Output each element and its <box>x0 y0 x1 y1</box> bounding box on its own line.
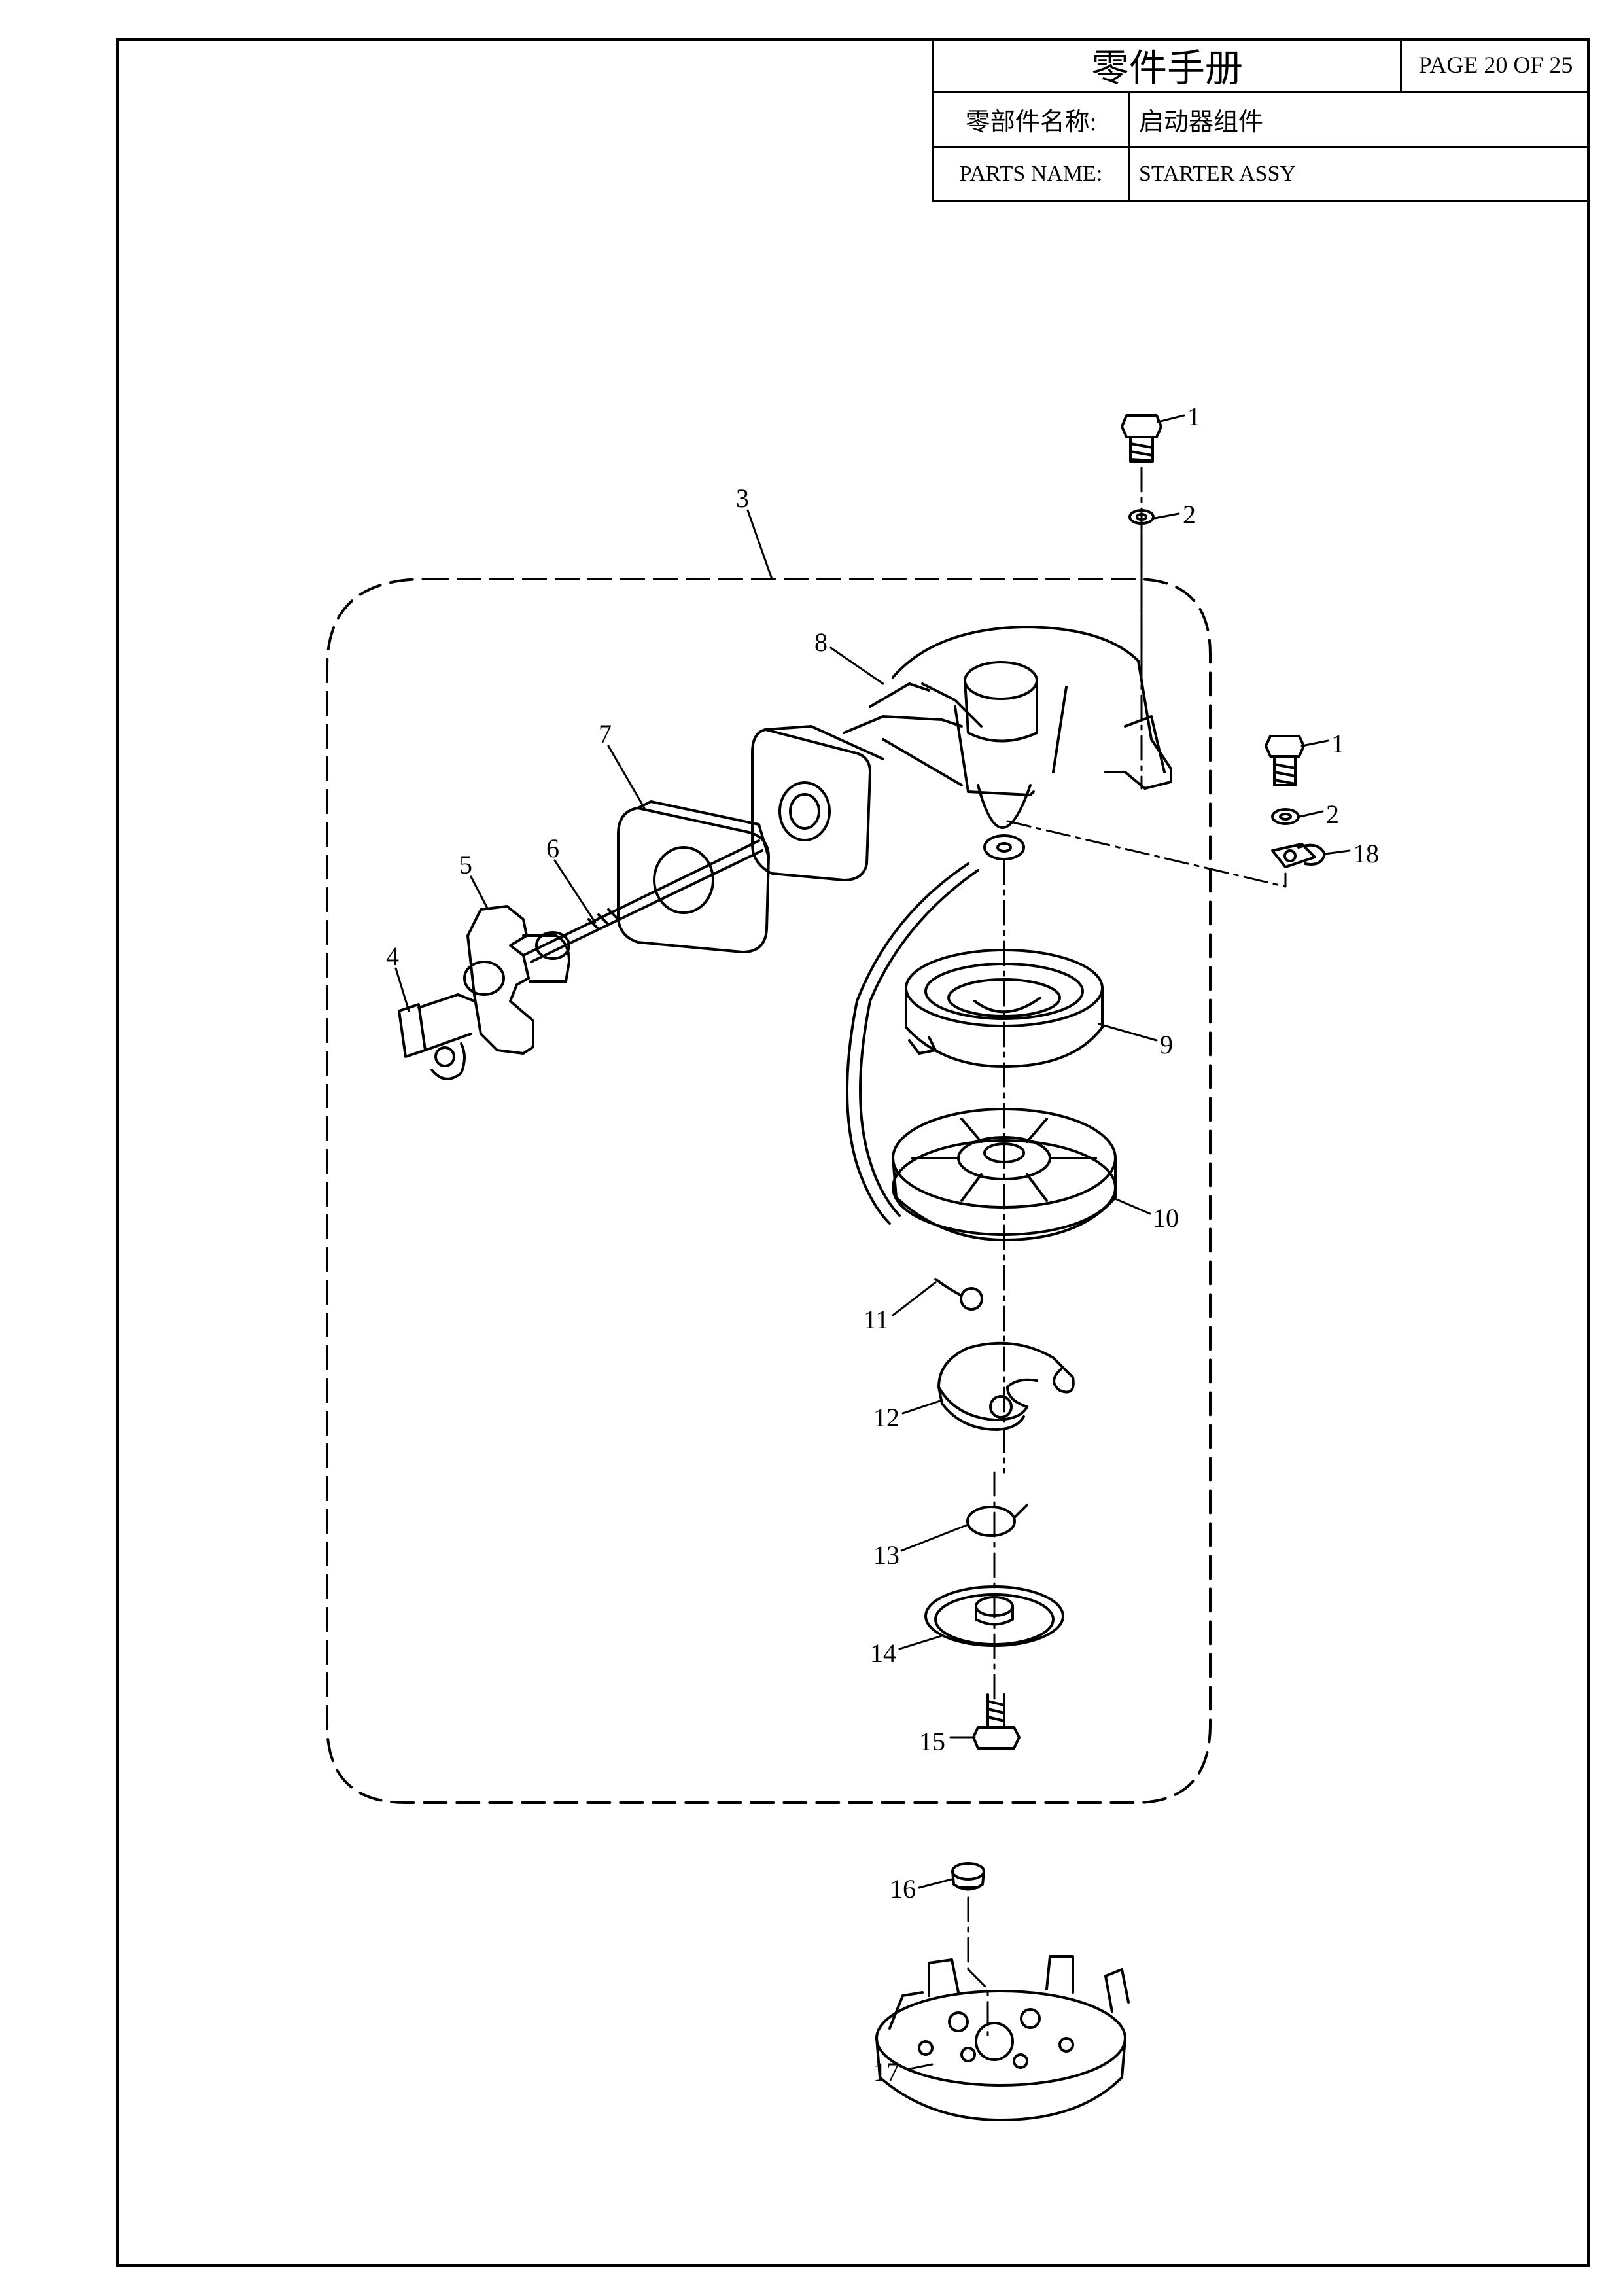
handle-bracket <box>751 725 884 881</box>
part-name-en-value: STARTER ASSY <box>1128 148 1590 200</box>
manual-title: 零件手册 <box>1091 46 1243 90</box>
recoil-spring-part-9 <box>905 949 1104 1068</box>
callout-17: 17 <box>873 2057 899 2087</box>
callout-2-right: 2 <box>1326 800 1339 829</box>
part-name-cn-row: 零部件名称: 启动器组件 <box>934 93 1590 148</box>
callout-16: 16 <box>890 1874 916 1903</box>
part-name-cn-value: 启动器组件 <box>1128 93 1590 146</box>
washer-part-2-top <box>1128 509 1155 525</box>
bolt-part-16 <box>951 1862 985 1891</box>
callout-12: 12 <box>873 1403 899 1432</box>
bolt-part-1-right <box>1265 735 1305 786</box>
callout-labels: 1 2 3 4 5 6 7 8 9 10 11 12 13 14 15 16 1… <box>386 402 1379 2087</box>
friction-spring-part-13 <box>966 1504 1028 1537</box>
starter-housing-part-8 <box>843 626 1172 860</box>
center-lines <box>967 467 1287 2036</box>
bolt-part-1-top <box>1121 414 1162 463</box>
callout-4: 4 <box>386 942 399 971</box>
part-name-en-label: PARTS NAME: <box>959 161 1103 186</box>
starter-cup-part-17 <box>875 1955 1130 2121</box>
title-block: 零件手册 PAGE 20 OF 25 零部件名称: 启动器组件 PARTS NA… <box>932 38 1590 202</box>
part-name-cn-label: 零部件名称: <box>965 109 1097 136</box>
callout-15: 15 <box>919 1727 945 1756</box>
part-name-en-row: PARTS NAME: STARTER ASSY <box>934 148 1590 202</box>
spring-part-11 <box>934 1278 983 1311</box>
drawing-frame <box>116 38 1590 2267</box>
callout-11: 11 <box>864 1305 889 1334</box>
callout-3: 3 <box>736 484 749 513</box>
ratchet-plate-part-12 <box>937 1341 1075 1431</box>
rope-reel-part-10 <box>892 1108 1117 1241</box>
callout-6: 6 <box>546 834 559 863</box>
callout-8: 8 <box>814 627 828 657</box>
title-row: 零件手册 PAGE 20 OF 25 <box>934 38 1590 93</box>
screw-part-15 <box>972 1693 1021 1750</box>
washer-part-2-right <box>1271 808 1300 825</box>
callout-13: 13 <box>873 1540 899 1570</box>
page-number: PAGE 20 OF 25 <box>1400 38 1590 91</box>
callout-18: 18 <box>1353 839 1379 868</box>
callout-7: 7 <box>599 719 612 749</box>
leader-lines <box>394 414 1351 2070</box>
rope-stopper-part-4 <box>398 993 476 1080</box>
callout-1-top: 1 <box>1187 402 1200 431</box>
callout-2-top: 2 <box>1183 500 1196 529</box>
callout-1-right: 1 <box>1331 729 1344 758</box>
starter-grip-part-5 <box>463 905 570 1055</box>
callout-14: 14 <box>870 1638 896 1668</box>
cable-clamp-part-18 <box>1271 843 1326 868</box>
grommet-part-7 <box>617 800 770 953</box>
ratchet-guide-part-14 <box>924 1585 1064 1647</box>
assembly-boundary <box>326 578 1212 1804</box>
callout-9: 9 <box>1160 1030 1173 1059</box>
callout-10: 10 <box>1153 1203 1179 1233</box>
callout-5: 5 <box>459 850 472 879</box>
